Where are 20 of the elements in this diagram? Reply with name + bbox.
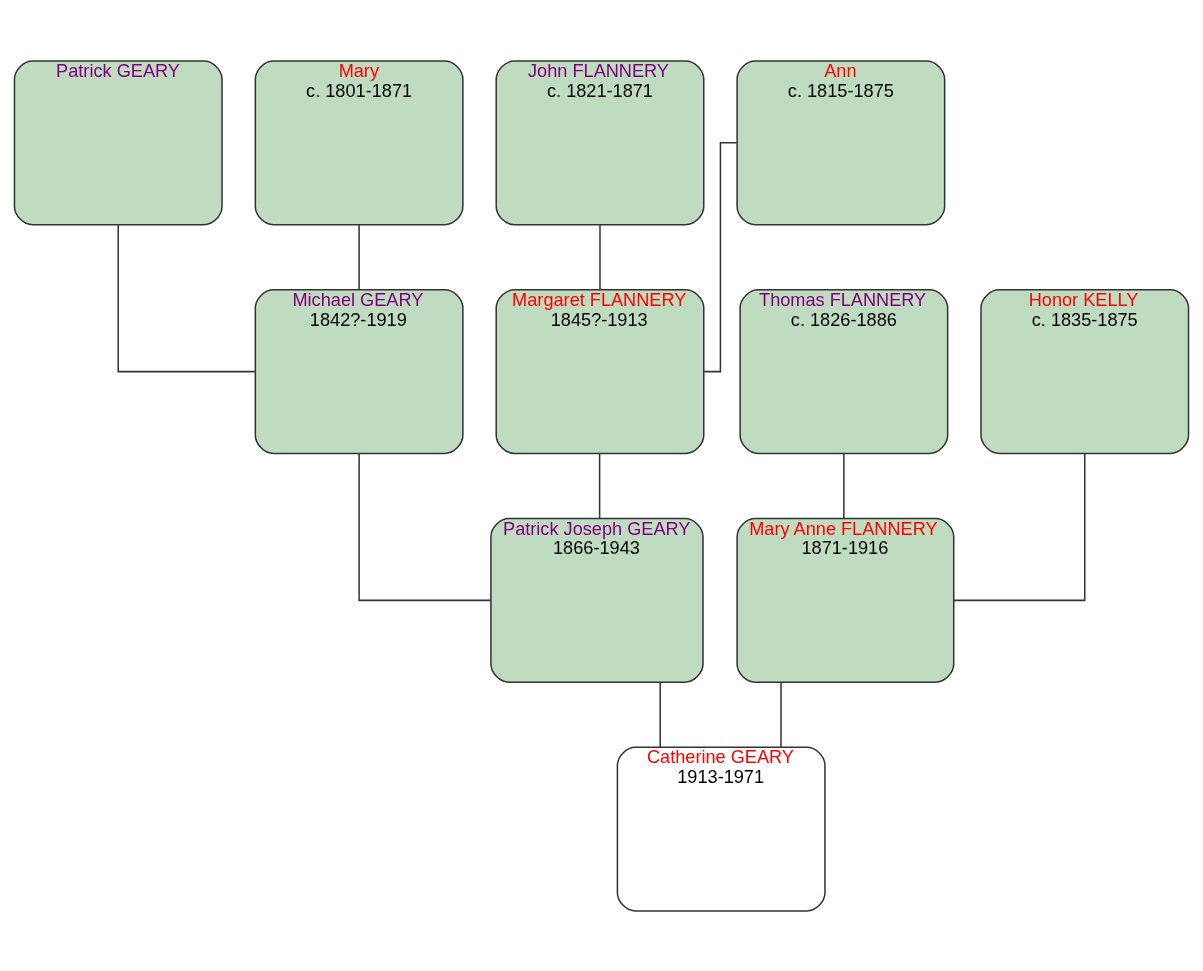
connector xyxy=(953,452,1086,601)
node-box: Honor KELLY c. 1835-1875 xyxy=(980,288,1190,454)
node-box: Mary c. 1801-1871 xyxy=(254,59,464,225)
connector xyxy=(358,223,360,290)
node-box: John FLANNERY c. 1821-1871 xyxy=(495,59,705,225)
node-box: Patrick Joseph GEARY 1866-1943 xyxy=(490,517,704,683)
node-box: Mary Anne FLANNERY 1871-1916 xyxy=(736,517,955,683)
node-box: Thomas FLANNERY c. 1826-1886 xyxy=(739,288,949,454)
connector xyxy=(843,452,845,519)
node-box: Ann c. 1815-1875 xyxy=(736,59,946,225)
node-box: Catherine GEARY 1913-1971 xyxy=(616,746,826,912)
connector xyxy=(780,681,782,748)
node-box: Margaret FLANNERY 1845?-1913 xyxy=(495,288,705,454)
connector xyxy=(599,223,601,290)
node-box: Patrick GEARY xyxy=(13,59,223,225)
connector xyxy=(598,452,601,519)
connector xyxy=(358,452,492,601)
connector xyxy=(117,223,256,372)
node-box: Michael GEARY 1842?-1919 xyxy=(254,288,464,454)
connector xyxy=(659,681,661,748)
